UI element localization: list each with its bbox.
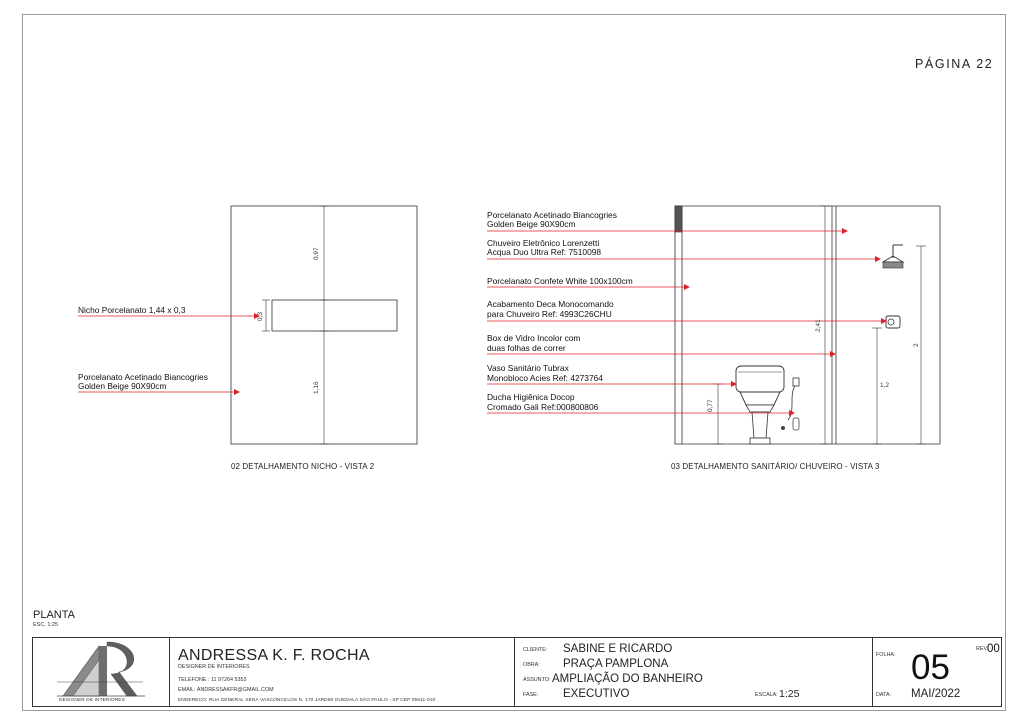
phase-label: FASE: bbox=[523, 692, 539, 698]
dim-shower: 2 bbox=[913, 343, 920, 347]
project-cell: CLIENTE: SABINE E RICARDO OBRA: PRAÇA PA… bbox=[515, 638, 873, 706]
niche-label: Nicho Porcelanato 1,44 x 0,3 bbox=[78, 305, 186, 315]
porcelain-label-line1: Porcelanato Acetinado Biancogries bbox=[78, 372, 208, 382]
dim-bottom: 1,16 bbox=[313, 381, 320, 394]
v3-label-porcelain-l2: Golden Beige 90X90cm bbox=[487, 219, 576, 229]
view3-caption: 03 DETALHAMENTO SANITÁRIO/ CHUVEIRO - VI… bbox=[671, 462, 880, 471]
scale-label: ESCALA: bbox=[755, 692, 778, 698]
shower-head-drawing bbox=[881, 244, 905, 269]
dim-box: 2,41 bbox=[815, 319, 822, 332]
v3-label-toilet-l1: Vaso Sanitário Tubrax bbox=[487, 363, 569, 373]
designer-phone: TELEFONE : 11 97264 5353 bbox=[178, 677, 247, 683]
toilet-drawing bbox=[735, 365, 785, 445]
subject-value: AMPLIAÇÃO DO BANHEIRO bbox=[552, 673, 703, 685]
logo-cell: DESIGNER DE INTERIORES bbox=[33, 638, 170, 706]
v3-label-toilet-l2: Monobloco Acies Ref: 4273764 bbox=[487, 373, 603, 383]
view2-caption: 02 DETALHAMENTO NICHO - VISTA 2 bbox=[231, 462, 375, 471]
dim-top: 0,97 bbox=[313, 247, 320, 260]
dim-valve: 1,2 bbox=[880, 382, 890, 389]
date-value: MAI/2022 bbox=[911, 688, 961, 700]
scale-value: 1:25 bbox=[779, 688, 800, 700]
dim-toilet: 0,77 bbox=[707, 399, 714, 412]
view2-niche bbox=[271, 299, 398, 332]
sheet-cell: FOLHA: 05 REV. 00 DATA: MAI/2022 bbox=[873, 638, 1003, 706]
rev-value: 00 bbox=[987, 643, 1000, 655]
logo-ar-icon bbox=[57, 641, 145, 697]
porcelain-label-line2: Golden Beige 90X90cm bbox=[78, 381, 167, 391]
drawing-sheet-border bbox=[22, 14, 1006, 711]
sheet-label: FOLHA: bbox=[876, 652, 896, 658]
designer-role: DESIGNER DE INTERIORES bbox=[178, 664, 250, 670]
title-block: DESIGNER DE INTERIORES ANDRESSA K. F. RO… bbox=[32, 637, 1002, 707]
dim-niche: 0,3 bbox=[257, 311, 264, 321]
designer-address: ENDERECO: RUA GENERAL SENA VASCONCELOS N… bbox=[178, 698, 436, 703]
date-label: DATA: bbox=[876, 692, 892, 698]
v3-label-shower-l1: Chuveiro Eletrônico Lorenzetti bbox=[487, 238, 600, 248]
plan-title: PLANTA bbox=[33, 609, 75, 621]
bidet-shower-drawing bbox=[781, 377, 800, 431]
designer-name: ANDRESSA K. F. ROCHA bbox=[178, 647, 370, 664]
v3-label-ducha-l1: Ducha Higiênica Docop bbox=[487, 392, 575, 402]
v3-label-confete: Porcelanato Confete White 100x100cm bbox=[487, 276, 633, 286]
v3-label-deca-l1: Acabamento Deca Monocomando bbox=[487, 299, 614, 309]
designer-email: EMAIL: ANDRESSAKFR@GMAIL.COM bbox=[178, 687, 274, 693]
work-value: PRAÇA PAMPLONA bbox=[563, 658, 669, 670]
v3-label-deca-l2: para Chuveiro Ref: 4993C26CHU bbox=[487, 309, 612, 319]
client-value: SABINE E RICARDO bbox=[563, 643, 673, 655]
shower-valve-drawing bbox=[885, 315, 901, 329]
client-label: CLIENTE: bbox=[523, 647, 548, 653]
phase-value: EXECUTIVO bbox=[563, 688, 630, 700]
subject-label: ASSUNTO: bbox=[523, 677, 551, 683]
logo-caption: DESIGNER DE INTERIORES bbox=[59, 698, 125, 703]
work-label: OBRA: bbox=[523, 662, 540, 668]
v3-label-ducha-l2: Cromado Gali Ref:000800806 bbox=[487, 402, 599, 412]
view3-wall-left bbox=[674, 205, 683, 445]
sheet-value: 05 bbox=[911, 648, 950, 687]
v3-label-porcelain-l1: Porcelanato Acetinado Biancogries bbox=[487, 210, 617, 220]
v3-label-box-l1: Box de Vidro Incolor com bbox=[487, 333, 581, 343]
v3-label-shower-l2: Acqua Duo Ultra Ref: 7510098 bbox=[487, 247, 602, 257]
rev-label: REV. bbox=[976, 646, 989, 652]
designer-cell: ANDRESSA K. F. ROCHA DESIGNER DE INTERIO… bbox=[170, 638, 515, 706]
view3-leaders bbox=[487, 228, 887, 416]
plan-scale: ESC. 1:25 bbox=[33, 622, 59, 628]
page-label: PÁGINA 22 bbox=[915, 57, 994, 71]
v3-label-box-l2: duas folhas de correr bbox=[487, 343, 566, 353]
